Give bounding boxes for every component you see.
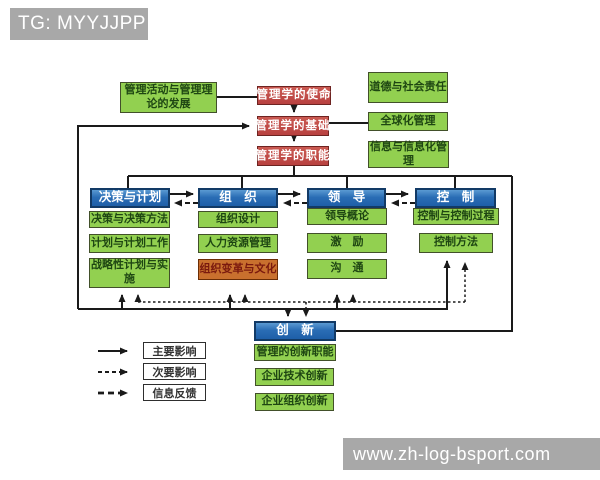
- header-organization: 组 织: [198, 188, 278, 208]
- box-decision-methods: 决策与决策方法: [89, 211, 170, 228]
- header-leadership: 领 导: [307, 188, 386, 208]
- box-information: 信息与信息化管理: [368, 140, 449, 168]
- box-functions: 管理学的职能: [256, 146, 330, 166]
- main-rail-bottom: [78, 260, 451, 310]
- legend-label-feedback: 信息反馈: [143, 384, 206, 401]
- box-control-process: 控制与控制过程: [413, 208, 499, 225]
- header-decision-planning: 决策与计划: [90, 188, 170, 208]
- box-communication: 沟 通: [307, 259, 387, 279]
- box-org-design: 组织设计: [198, 211, 278, 228]
- box-development: 管理活动与管理理论的发展: [120, 82, 217, 113]
- box-ethics: 道德与社会责任: [368, 72, 448, 103]
- box-hr-management: 人力资源管理: [198, 234, 278, 253]
- box-leadership-intro: 领导概论: [307, 208, 387, 225]
- box-mission: 管理学的使命: [257, 86, 331, 105]
- header-control: 控 制: [415, 188, 496, 208]
- arrow-feedback-foundation: [77, 122, 250, 309]
- line-branch-innovation-loop: [336, 176, 513, 332]
- watermark-banner: www.zh-log-bsport.com: [343, 438, 600, 470]
- legend-label-secondary: 次要影响: [143, 363, 206, 380]
- box-foundation: 管理学的基础: [256, 116, 330, 136]
- box-org-change-culture: 组织变革与文化: [198, 259, 278, 280]
- box-control-methods: 控制方法: [419, 233, 493, 253]
- box-globalization: 全球化管理: [368, 112, 448, 131]
- box-strategic-planning: 战略性计划与实施: [89, 258, 170, 288]
- box-tech-innovation: 企业技术创新: [255, 368, 334, 386]
- box-innovation-function: 管理的创新职能: [254, 344, 336, 361]
- box-planning-work: 计划与计划工作: [89, 234, 170, 253]
- box-org-innovation: 企业组织创新: [255, 393, 334, 411]
- legend-label-primary: 主要影响: [143, 342, 206, 359]
- header-innovation: 创 新: [254, 321, 336, 341]
- telegram-banner: TG: MYYJJPP: [10, 8, 148, 40]
- box-motivation: 激 励: [307, 233, 387, 253]
